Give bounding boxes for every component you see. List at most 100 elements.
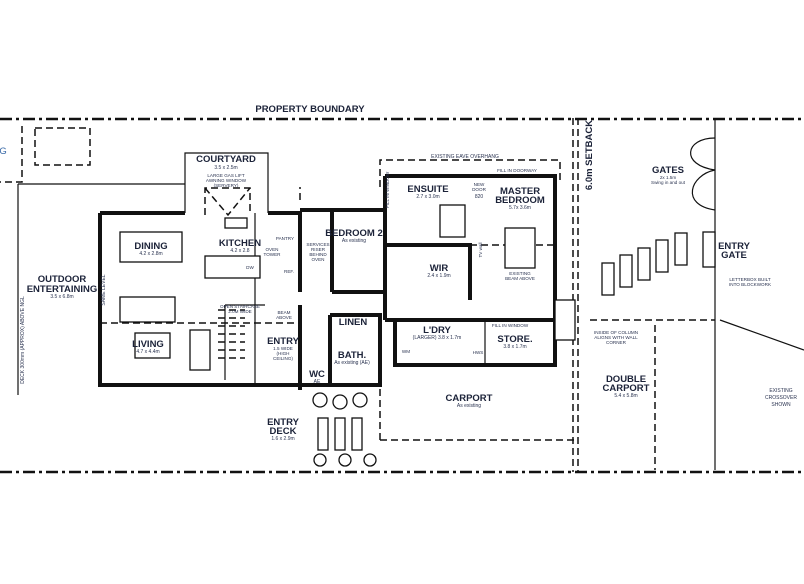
wir-label: WIR: [430, 263, 449, 274]
beam-note: BEAM ABOVE: [505, 276, 535, 281]
new-door-note: DOOR: [472, 187, 486, 192]
double-carport-label: CARPORT: [603, 383, 650, 394]
outdoor-label: ENTERTAINING: [27, 284, 98, 295]
servery-window: [204, 187, 251, 217]
new-door-note: NEW: [474, 182, 485, 187]
courtyard-note: AWNING WINDOW: [206, 178, 247, 183]
outdoor-label: OUTDOOR: [38, 274, 87, 285]
property-boundary-label: PROPERTY BOUNDARY: [255, 104, 365, 115]
entry-gate-label: ENTRY: [718, 241, 751, 252]
dining-label: DINING: [134, 241, 167, 252]
living-sofa: [189, 329, 211, 371]
eave-overhang-line: [299, 159, 561, 200]
bath-walls: [298, 305, 382, 390]
gates-note: Swing in and out: [651, 180, 686, 185]
living-label: LIVING: [132, 339, 164, 350]
laundry-size: (LARGER) 3.8 x 1.7m: [413, 335, 462, 341]
laundry-store-walls: [385, 318, 557, 367]
fill-doorway-note: FILL IN DOORWAY: [497, 168, 537, 173]
entry-note: 1.5 WIDE: [273, 346, 293, 351]
dining-size: 4.2 x 2.8m: [139, 251, 162, 257]
store-label: STORE.: [497, 334, 532, 345]
entry-note: (HIGH: [276, 351, 289, 356]
entry-gate-label: GATE: [721, 250, 747, 261]
fill-window-note: FILL IN WINDOW: [385, 171, 390, 208]
crossover-note: EXISTING: [769, 388, 792, 394]
tv-wall-note: TV wall: [478, 242, 483, 257]
cooktop: [224, 217, 248, 229]
gates-label: GATES: [652, 165, 684, 176]
dishwasher-label: DW: [246, 265, 254, 270]
gates-size: 2x 1.5m: [660, 175, 677, 180]
crossover-note: SHOWN: [771, 402, 791, 408]
master-bed: [504, 227, 536, 269]
deck-note: DECK 300mm (APPROX) ABOVE NGL: [20, 296, 26, 384]
kitchen-island: [204, 255, 261, 279]
kitchen-label: KITCHEN: [219, 238, 261, 249]
master-size: 5.7x 3.6m: [509, 205, 531, 211]
crossover-note: CROSSOVER: [765, 395, 797, 401]
entry-note: CEILING): [273, 356, 293, 361]
setback-line: [572, 118, 579, 472]
letterbox-note: LETTERBOX BUILT: [729, 277, 770, 282]
courtyard-outline: [184, 152, 269, 213]
services-note: RISER: [311, 247, 326, 252]
oven-label: TOWER: [263, 252, 281, 257]
entry-deck-planting: [312, 392, 377, 467]
laundry-label: L'DRY: [423, 325, 451, 336]
beam-note: EXISTING: [509, 271, 531, 276]
stepping-stones: [601, 231, 716, 296]
wc-size: AE: [314, 379, 321, 385]
entry-deck-label: ENTRY: [267, 417, 300, 428]
living-size: 4.7 x 4.4m: [136, 349, 159, 355]
new-door-note: 820: [475, 194, 484, 200]
living-rug: [134, 332, 171, 359]
services-note: OVEN: [311, 257, 324, 262]
partial-label: G: [0, 146, 7, 157]
entry-deck-label: DECK: [270, 426, 297, 437]
bedroom2-size: As existing: [342, 238, 366, 244]
setback-label: 6.0m SETBACK: [584, 120, 595, 190]
entry-label: ENTRY: [267, 336, 300, 347]
fridge-label: REF.: [284, 269, 294, 274]
carport-size: As existing: [457, 403, 481, 409]
master-label: BEDROOM: [495, 195, 545, 206]
letterbox-note: INTO BLOCKWORK: [729, 282, 772, 287]
house-walls: [98, 211, 302, 387]
oven-label: OVEN: [265, 247, 278, 252]
double-carport-label: DOUBLE: [606, 374, 646, 385]
entry-deck-size: 1.6 x 2.9m: [271, 436, 294, 442]
wc-label: WC: [309, 369, 325, 380]
dining-table: [119, 231, 183, 263]
column-note: CORNER: [606, 340, 627, 345]
eave-label: EXISTING EAVE OVERHANG: [431, 154, 499, 160]
bedroom2-label: BEDROOM 2: [325, 228, 383, 239]
double-carport-outline: [590, 319, 715, 470]
carport-label: CARPORT: [446, 393, 493, 404]
pantry-label: PANTRY: [276, 236, 294, 241]
services-note: BEHIND: [309, 252, 327, 257]
ensuite-size: 2.7 x 3.0m: [416, 194, 439, 200]
carport-outline: [379, 365, 575, 441]
gate-swing: [690, 137, 716, 211]
fill-window-note: FILL IN WINDOW: [492, 323, 529, 328]
services-note: SERVICES: [306, 242, 329, 247]
courtyard-label: COURTYARD: [196, 154, 256, 165]
wir-size: 2.4 x 1.9m: [427, 273, 450, 279]
store-size: 3.8 x 1.7m: [503, 344, 526, 350]
staircase: [218, 309, 245, 359]
outdoor-deck-edge: [17, 183, 185, 395]
hot-water-label: HWS: [473, 350, 484, 355]
gate-wall: [714, 120, 804, 470]
same-level-note: SAME LEVEL: [101, 274, 107, 305]
courtyard-note: LARGE GAS LIFT: [207, 173, 244, 178]
linen-label: LINEN: [339, 317, 368, 328]
double-carport-size: 5.4 x 5.8m: [614, 393, 637, 399]
washing-machine-label: WM: [402, 349, 410, 354]
beam-above-note: BEAM: [277, 310, 290, 315]
courtyard-size: 3.5 x 2.5m: [214, 165, 237, 171]
beam-above-note: ABOVE: [276, 315, 292, 320]
shower: [439, 204, 466, 238]
kitchen-size: 4.2 x 2.8: [230, 248, 249, 254]
